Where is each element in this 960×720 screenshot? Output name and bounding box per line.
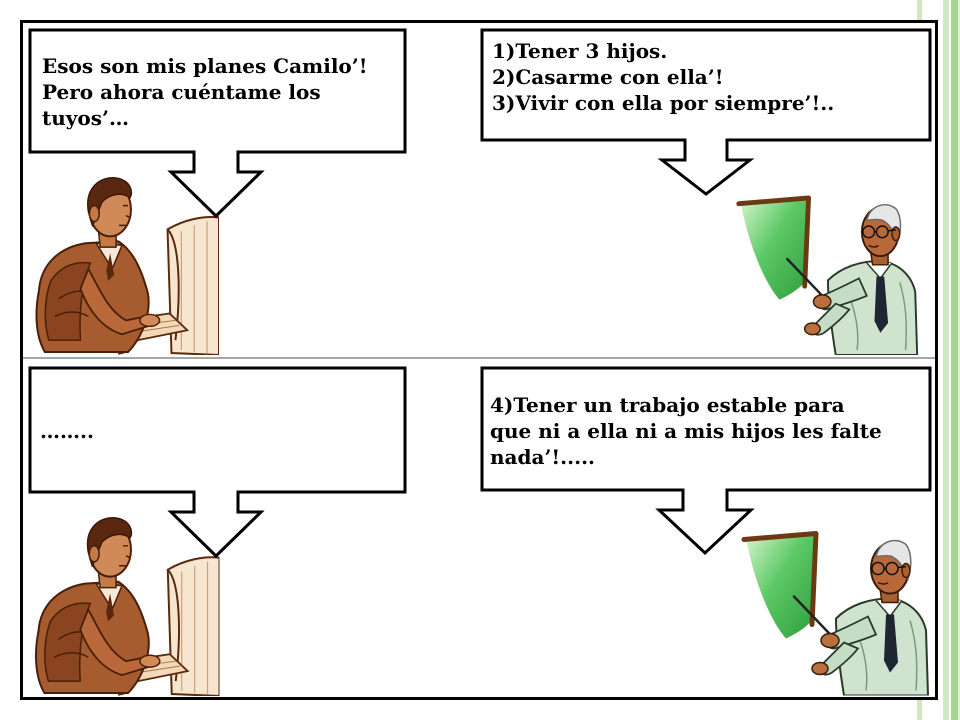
plan-list-item: 2)Casarme con ella’!	[492, 65, 724, 89]
callout-text-top-right: 1)Tener 3 hijos. 2)Casarme con ella’! 3)…	[492, 38, 834, 116]
callout-bottom-left	[28, 366, 407, 559]
callout-text-bottom-right: 4)Tener un trabajo estable para que ni a…	[490, 392, 882, 470]
background-stripe	[943, 0, 949, 720]
callout-top-right	[480, 28, 932, 196]
callout-text-line: tuyos’…	[42, 106, 129, 130]
callout-top-left	[28, 28, 407, 219]
callout-text-line: Esos son mis planes Camilo’!	[42, 54, 368, 78]
plan-list-item: 3)Vivir con ella por siempre’!..	[492, 91, 835, 115]
callout-text-bottom-left: ……..	[40, 418, 94, 444]
background-stripe	[958, 0, 960, 720]
plan-list-item: 1)Tener 3 hijos.	[492, 39, 668, 63]
background-stripe	[951, 0, 958, 720]
callout-bottom-right	[480, 366, 932, 556]
callout-text-line: ……..	[40, 419, 94, 443]
callout-text-top-left: Esos son mis planes Camilo’! Pero ahora …	[42, 53, 368, 131]
plan-list-item: 4)Tener un trabajo estable para	[490, 393, 845, 417]
callout-text-line: Pero ahora cuéntame los	[42, 80, 321, 104]
callout-text-line: nada’!.....	[490, 445, 595, 469]
callout-text-line: que ni a ella ni a mis hijos les falte	[490, 419, 882, 443]
panel-divider	[23, 357, 935, 359]
